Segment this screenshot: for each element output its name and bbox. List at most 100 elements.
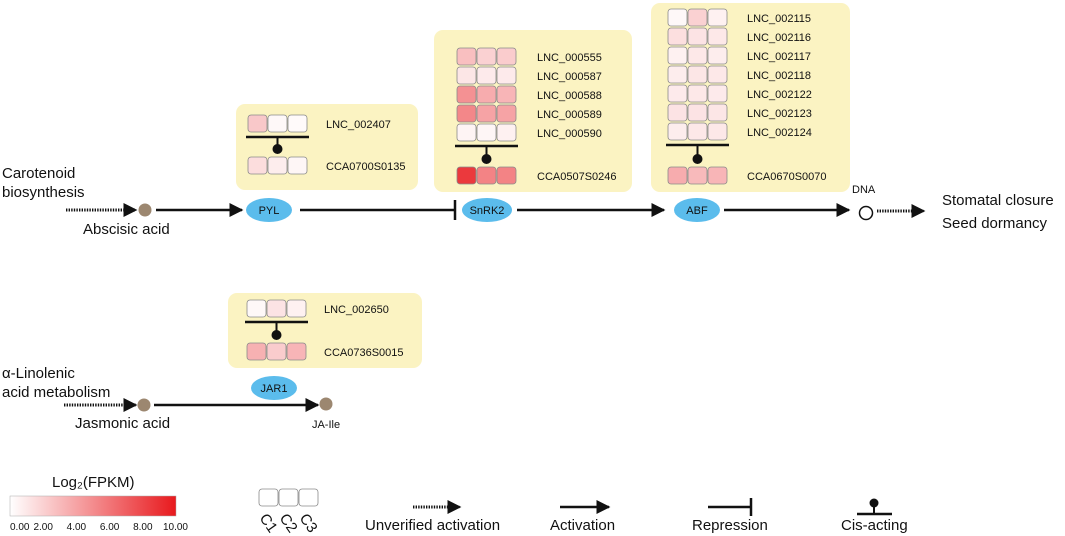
jar1-oval [251,376,297,400]
heatmap-snrk2: LNC_000555LNC_000587LNC_000588LNC_000589… [455,47,617,185]
gene-cell [476,166,497,185]
gene-cell [456,166,477,185]
abscisic-acid-dot [138,203,152,217]
scale-tick-label: 0.00 [10,522,30,533]
lnc-cell [456,85,477,104]
lnc-cell [496,47,517,66]
sample-label-c3: C3 [296,511,321,536]
scale-tick-label: 10.00 [163,522,188,533]
dna-circle [858,205,874,221]
scale-title: Log₂(FPKM) [52,474,135,491]
lnc-cell [456,66,477,85]
lnc-cell [687,8,708,27]
lnc-cell [667,8,688,27]
scale-tick-label: 8.00 [133,522,153,533]
lnc-cell [687,46,708,65]
lnc-cell [496,104,517,123]
lnc-label: LNC_002122 [747,89,812,101]
lnc-cell [707,65,728,84]
legend-cis-label: Cis-acting [841,517,908,534]
sample-cell-1 [258,488,279,507]
dna-label: DNA [852,184,876,196]
lnc-cell [247,114,268,133]
gene-cell [246,342,267,361]
pyl-oval [246,198,292,222]
lnc-label: LNC_000587 [537,71,602,83]
lnc-cell [667,84,688,103]
snrk2-oval [462,198,512,222]
lnc-label: LNC_002407 [326,119,391,131]
lnc-cell [286,299,307,318]
legend-activation-label: Activation [550,517,615,534]
gene-cell [266,342,287,361]
lnc-cell [267,114,288,133]
abf-label: ABF [686,205,708,217]
linolenic-line-2: acid metabolism [2,384,110,401]
lnc-cell [687,122,708,141]
carotenoid-line-1: Carotenoid [2,165,75,182]
lnc-cell [687,84,708,103]
lnc-cell [707,8,728,27]
gene-label: CCA0736S0015 [324,347,404,359]
linolenic-label: α-Linolenic acid metabolism [2,365,110,401]
gene-cell [286,342,307,361]
lnc-cell [707,122,728,141]
gene-cell [667,166,688,185]
lnc-label: LNC_000589 [537,109,602,121]
lnc-cell [476,66,497,85]
scale-tick-label: 2.00 [33,522,53,533]
abscisic-acid-label: Abscisic acid [83,221,170,238]
pyl-label: PYL [259,205,280,217]
abf-oval [674,198,720,222]
lnc-label: LNC_002118 [747,70,811,82]
sample-legend: C1 C2 C3 [256,488,321,536]
gene-cell [267,156,288,175]
lnc-cell [287,114,308,133]
lnc-label: LNC_002123 [747,108,812,120]
lnc-cell [456,123,477,142]
output-seed-dormancy: Seed dormancy [942,215,1048,232]
lnc-label: LNC_002115 [747,13,811,25]
gene-cell [287,156,308,175]
lnc-cell [476,47,497,66]
lnc-cell [687,65,708,84]
lnc-label: LNC_002116 [747,32,811,44]
output-stomatal-closure: Stomatal closure [942,192,1054,209]
lnc-cell [456,104,477,123]
legend-cis-knob [869,498,879,508]
linolenic-line-1: α-Linolenic [2,365,75,382]
lnc-cell [476,123,497,142]
gene-label: CCA0507S0246 [537,171,617,183]
scale-tick-label: 4.00 [67,522,87,533]
cis-knob [272,144,283,154]
ja-ile-dot [319,397,333,411]
cis-knob [692,154,703,164]
lnc-cell [667,46,688,65]
gene-label: CCA0670S0070 [747,171,827,183]
lnc-cell [687,27,708,46]
lnc-cell [496,85,517,104]
lnc-cell [456,47,477,66]
lnc-cell [667,103,688,122]
gene-label: CCA0700S0135 [326,161,406,173]
lnc-label: LNC_000590 [537,128,602,140]
carotenoid-label: Carotenoid biosynthesis [2,165,85,201]
gene-cell [247,156,268,175]
lnc-cell [667,122,688,141]
scale-bar [9,495,177,517]
lnc-cell [246,299,267,318]
lnc-cell [687,103,708,122]
lnc-cell [496,66,517,85]
lnc-cell [707,84,728,103]
lnc-label: LNC_002117 [747,51,811,63]
lnc-label: LNC_002124 [747,127,812,139]
heatmap-abf: LNC_002115LNC_002116LNC_002117LNC_002118… [666,8,827,185]
carotenoid-line-2: biosynthesis [2,184,85,201]
snrk2-label: SnRK2 [470,205,505,217]
lnc-label: LNC_002650 [324,304,389,316]
cis-knob [271,330,282,340]
